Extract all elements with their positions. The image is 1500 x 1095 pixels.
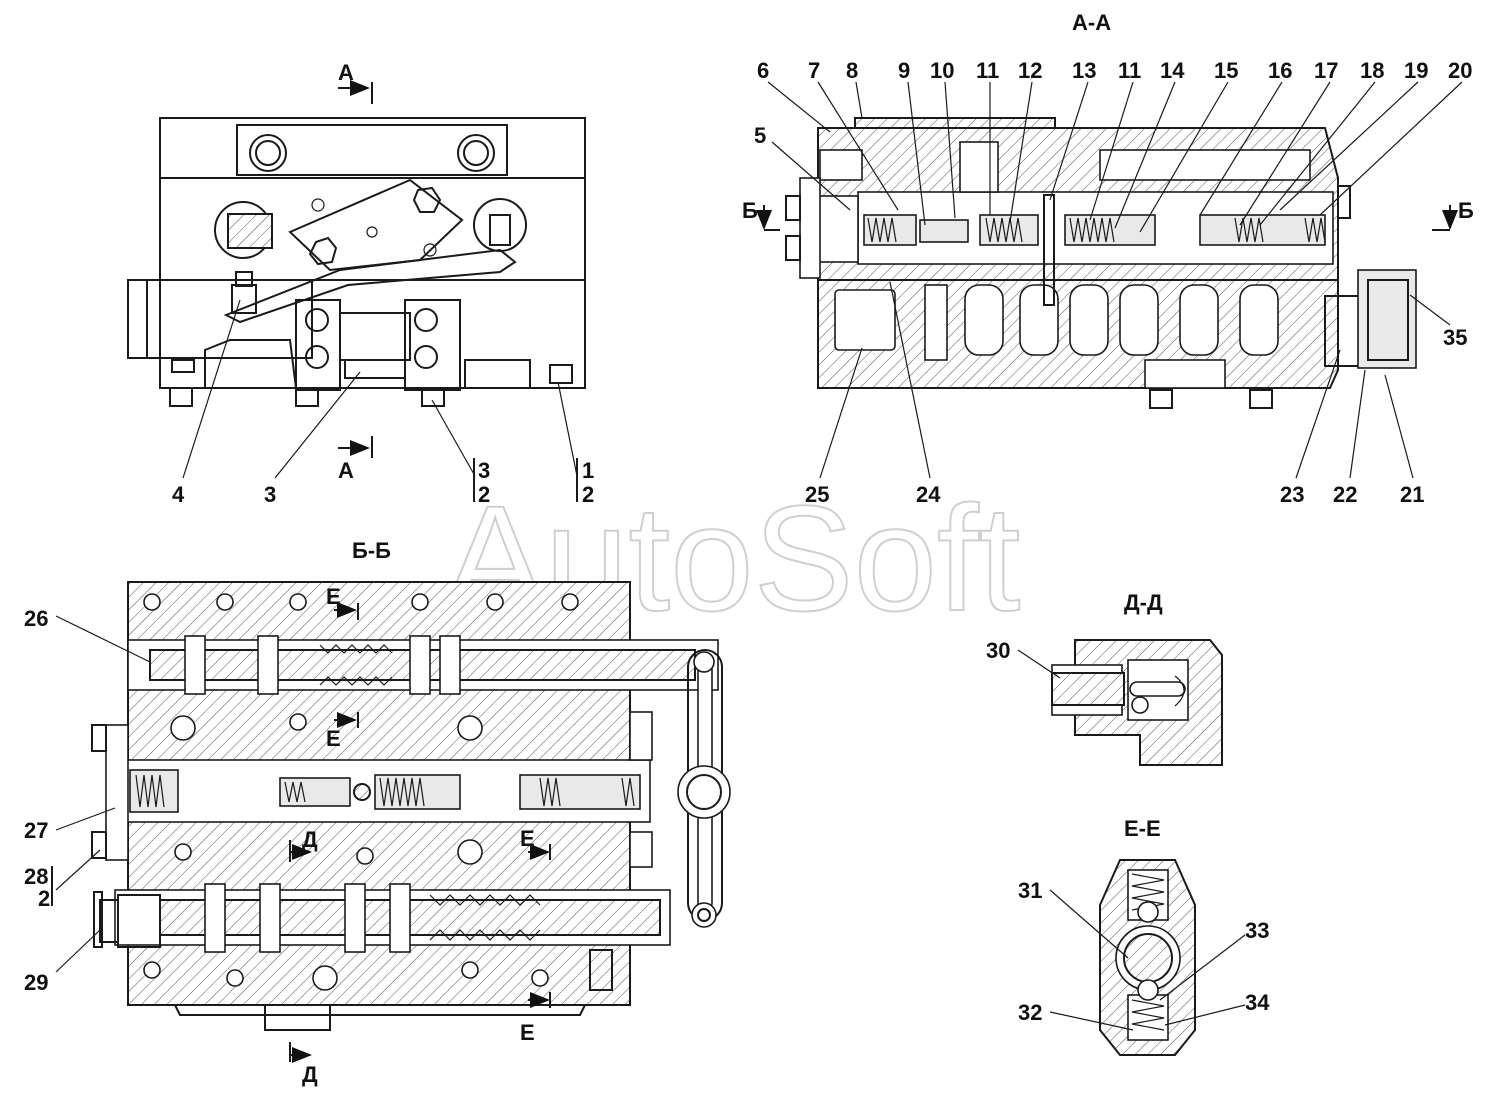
callout-4: 4 [172, 482, 185, 507]
callout-11: 11 [976, 58, 999, 83]
callout-15: 15 [1214, 58, 1238, 83]
callout-27: 27 [24, 818, 48, 843]
section-marker-a: А А [338, 60, 373, 483]
svg-text:Е: Е [326, 584, 341, 609]
callout-33: 33 [1245, 918, 1269, 943]
callout-3b: 3 [478, 458, 490, 483]
callout-34: 34 [1245, 990, 1270, 1015]
callout-3: 3 [264, 482, 276, 507]
svg-text:Е: Е [520, 826, 535, 851]
svg-text:Д: Д [302, 1062, 318, 1087]
svg-text:Б: Б [1458, 198, 1474, 223]
callout-2c: 2 [38, 886, 50, 911]
callout-21: 21 [1400, 482, 1424, 507]
callout-29: 29 [24, 970, 48, 995]
callout-24: 24 [916, 482, 941, 507]
linkage [677, 649, 731, 928]
pin-13 [1043, 194, 1055, 306]
section-dd-callouts: 30 [986, 638, 1061, 679]
section-aa-view [785, 117, 1417, 409]
callout-11b: 11 [1118, 58, 1141, 83]
svg-text:Е: Е [326, 726, 341, 751]
section-marker-b: Б Б [742, 198, 1474, 231]
callout-20: 20 [1448, 58, 1472, 83]
valve-3 [979, 214, 1039, 246]
callout-16: 16 [1268, 58, 1292, 83]
section-aa-callouts: 5 6 7 8 9 10 11 12 13 11 14 15 16 17 18 … [754, 58, 1472, 507]
svg-text:А: А [338, 60, 354, 85]
callout-12: 12 [1018, 58, 1042, 83]
lever-arm [223, 248, 517, 324]
callout-23: 23 [1280, 482, 1304, 507]
valve-2 [919, 219, 969, 243]
section-bb-view [91, 581, 731, 1031]
callout-6: 6 [757, 58, 769, 83]
svg-text:Б: Б [742, 198, 758, 223]
section-title-ee: Е-Е [1124, 816, 1161, 841]
callout-14: 14 [1160, 58, 1185, 83]
callout-7: 7 [808, 58, 820, 83]
callout-10: 10 [930, 58, 954, 83]
callout-22: 22 [1333, 482, 1357, 507]
callout-25: 25 [805, 482, 829, 507]
callout-28: 28 [24, 864, 48, 889]
section-title-bb: Б-Б [352, 538, 391, 563]
front-view [127, 117, 586, 407]
svg-text:Д: Д [302, 827, 318, 852]
callout-35: 35 [1443, 325, 1467, 350]
callout-30: 30 [986, 638, 1010, 663]
section-ee-callouts: 31 32 33 34 [1018, 878, 1270, 1031]
section-bb-callouts: 26 27 28 2 29 [24, 606, 151, 995]
callout-19: 19 [1404, 58, 1428, 83]
cover-plate [854, 117, 1056, 129]
callout-18: 18 [1360, 58, 1384, 83]
callout-5: 5 [754, 123, 766, 148]
callout-32: 32 [1018, 1000, 1042, 1025]
callout-2b: 2 [478, 482, 490, 507]
callout-2: 2 [582, 482, 594, 507]
callout-13: 13 [1072, 58, 1096, 83]
callout-9: 9 [898, 58, 910, 83]
callout-1: 1 [582, 458, 594, 483]
section-title-dd: Д-Д [1124, 590, 1163, 615]
callout-26: 26 [24, 606, 48, 631]
svg-text:А: А [338, 458, 354, 483]
front-view-body [159, 117, 586, 389]
section-dd-view [1051, 639, 1223, 766]
section-title-aa: А-А [1072, 10, 1111, 35]
callout-31: 31 [1018, 878, 1042, 903]
callout-8: 8 [846, 58, 858, 83]
svg-text:Е: Е [520, 1020, 535, 1045]
front-view-callouts: 4 3 3 2 1 2 [172, 299, 594, 507]
callout-17: 17 [1314, 58, 1338, 83]
bottom-boss [264, 1004, 331, 1031]
section-ee-view [1099, 859, 1196, 1056]
section-bb-markers: Е Е Е Е Д Д [289, 584, 551, 1087]
